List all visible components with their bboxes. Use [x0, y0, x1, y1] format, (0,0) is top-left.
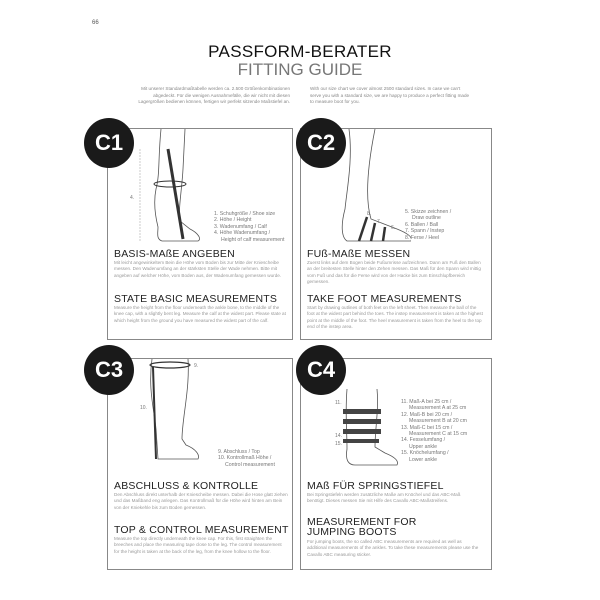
badge-c4: C4 — [296, 345, 346, 395]
section-c3: 9. 10. 9. Abschluss / Top 10. Kontrollma… — [107, 358, 293, 570]
legend-item: 7. Spann / Instep — [405, 228, 445, 235]
leg-illustration: 4. — [130, 129, 200, 242]
section-c4: 11. 14. 15. 11. Maß-A bei 25 cm / Measur… — [300, 358, 492, 570]
badge-c1: C1 — [84, 118, 134, 168]
badge-c3: C3 — [84, 345, 134, 395]
legend-item: 2. Höhe / Height — [214, 217, 252, 224]
legend: 1. Schuhgröße / Shoe size 2. Höhe / Heig… — [214, 211, 284, 243]
legend-item: Measurement B at 20 cm — [409, 418, 467, 425]
heading-de: FUß-MAßE MESSEN — [307, 248, 411, 260]
legend-item: Upper ankle — [409, 443, 437, 450]
boot-illustration: 11. 14. 15. — [335, 388, 398, 466]
text-en: For jumping boots, the so called ABC mea… — [307, 539, 479, 557]
legend-item: Height of calf measurement — [221, 236, 285, 243]
legend-item: 3. Wadenumfang / Calf — [214, 223, 267, 230]
section-c1: 4. 1. Schuhgröße / Shoe size 2. Höhe / H… — [107, 128, 293, 340]
text-de: Den Abschluss direkt unterhalb der Knies… — [114, 492, 288, 510]
badge-c2: C2 — [296, 118, 346, 168]
text-de: Zuerst links auf dem Bogen beide Fußumri… — [307, 260, 481, 285]
label-4: 4. — [130, 195, 134, 201]
text-de: Bei Springstiefeln werden zusätzliche Ma… — [307, 492, 461, 504]
legend: 11. Maß-A bei 25 cm / Measurement A at 2… — [401, 399, 467, 463]
section-c2: 8. 7. 6. 5. Skizze zeichnen / Draw outli… — [300, 128, 492, 340]
label-11: 11. — [335, 400, 342, 406]
legend-item: Control measurement — [225, 461, 275, 468]
legend-item: 8. Ferse / Heel — [405, 234, 440, 241]
legend-item: Draw outline — [412, 215, 441, 222]
legend-item: 15. Knöchelumfang / — [401, 450, 449, 457]
label-9: 9. — [194, 363, 198, 369]
heading-en: MEASUREMENT FOR JUMPING BOOTS — [307, 516, 417, 538]
foot-illustration: 8. 7. 6. — [341, 129, 411, 242]
heading-en: STATE BASIC MEASUREMENTS — [114, 293, 278, 305]
label-8: 8. — [367, 211, 371, 217]
legend: 5. Skizze zeichnen / Draw outline 6. Bal… — [405, 209, 451, 241]
intro-de: Mit unserer Standardmaßtabelle werden ca… — [138, 86, 290, 104]
legend-item: 5. Skizze zeichnen / — [405, 209, 452, 215]
heading-de: BASIS-MAßE ANGEBEN — [114, 248, 235, 260]
label-14: 14. — [335, 433, 342, 439]
heading-en: TAKE FOOT MEASUREMENTS — [307, 293, 462, 305]
legend-item: 11. Maß-A bei 25 cm / — [401, 399, 452, 405]
title-en: FITTING GUIDE — [237, 60, 363, 79]
text-de: Mit leicht angewinkeltem Bein die Höhe v… — [114, 260, 282, 278]
legend-item: 4. Höhe Wadenumfang / — [214, 230, 271, 237]
legend: 9. Abschluss / Top 10. Kontrollmaß Höhe … — [218, 449, 275, 468]
heading-de: MAß FÜR SPRINGSTIEFEL — [307, 480, 444, 492]
legend-item: 6. Ballen / Ball — [405, 221, 439, 228]
legend-item: 9. Abschluss / Top — [218, 449, 260, 455]
intro-en: With our size chart we cover almost 2500… — [310, 86, 470, 104]
leg-illustration: 9. 10. — [140, 359, 199, 460]
label-6: 6. — [391, 225, 395, 231]
legend-item: Measurement A at 25 cm — [409, 405, 467, 412]
label-10: 10. — [140, 405, 147, 411]
text-en: Start by drawing outlines of both feet o… — [307, 305, 483, 330]
legend-item: 14. Fesselumfang / — [401, 437, 446, 444]
label-15: 15. — [335, 441, 342, 447]
legend-item: 12. Maß-B bei 20 cm / — [401, 411, 453, 418]
heading-en: TOP & CONTROL MEASUREMENT — [114, 524, 289, 536]
legend-item: Measurement C at 15 cm — [409, 431, 468, 438]
legend-item: Lower ankle — [409, 456, 437, 463]
page-number: 66 — [92, 20, 99, 26]
legend-item: 1. Schuhgröße / Shoe size — [214, 211, 276, 217]
heading-de: ABSCHLUSS & KONTROLLE — [114, 480, 259, 492]
label-7: 7. — [377, 219, 381, 225]
legend-item: 10. Kontrollmaß Höhe / — [218, 455, 272, 462]
text-en: Measure the height from the floor undern… — [114, 305, 286, 323]
legend-item: 13. Maß-C bei 15 cm / — [401, 424, 453, 431]
text-en: Measure the top directly underneath the … — [114, 536, 282, 554]
title-de: PASSFORM-BERATER — [208, 42, 392, 61]
